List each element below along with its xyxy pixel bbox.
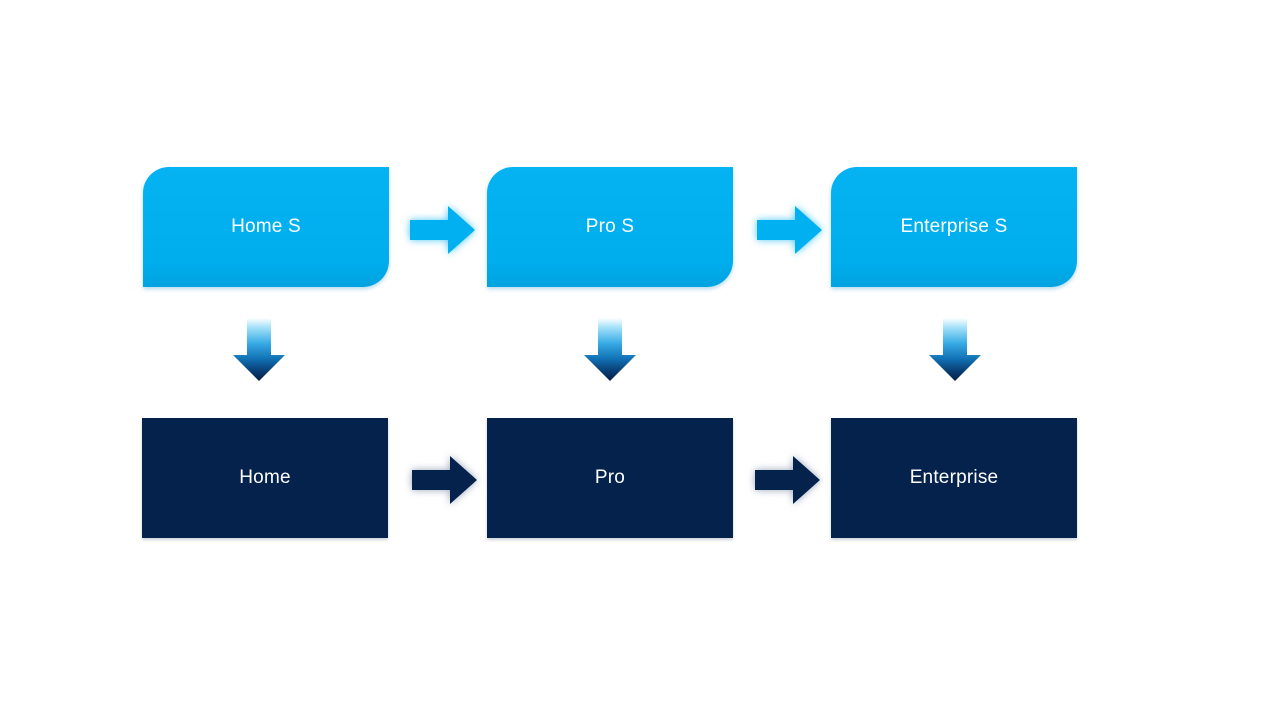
box-pro: Pro <box>487 418 733 538</box>
down-arrow-icon <box>233 318 285 381</box>
box-enterprise: Enterprise <box>831 418 1077 538</box>
right-arrow-icon <box>410 206 475 254</box>
down-arrow-icon <box>929 318 981 381</box>
down-arrow-icon <box>584 318 636 381</box>
box-home: Home <box>142 418 388 538</box>
box-enterprise-s: Enterprise S <box>831 167 1077 287</box>
box-home-s: Home S <box>143 167 389 287</box>
right-arrow-icon <box>757 206 822 254</box>
box-enterprise-label: Enterprise <box>909 467 999 488</box>
box-pro-s: Pro S <box>487 167 733 287</box>
right-arrow-icon <box>412 456 477 504</box>
box-enterprise-s-label: Enterprise S <box>900 216 1008 237</box>
box-home-label: Home <box>239 467 291 488</box>
box-pro-s-label: Pro S <box>585 216 635 237</box>
box-home-s-label: Home S <box>231 216 301 237</box>
right-arrow-icon <box>755 456 820 504</box>
box-pro-label: Pro <box>594 467 626 488</box>
